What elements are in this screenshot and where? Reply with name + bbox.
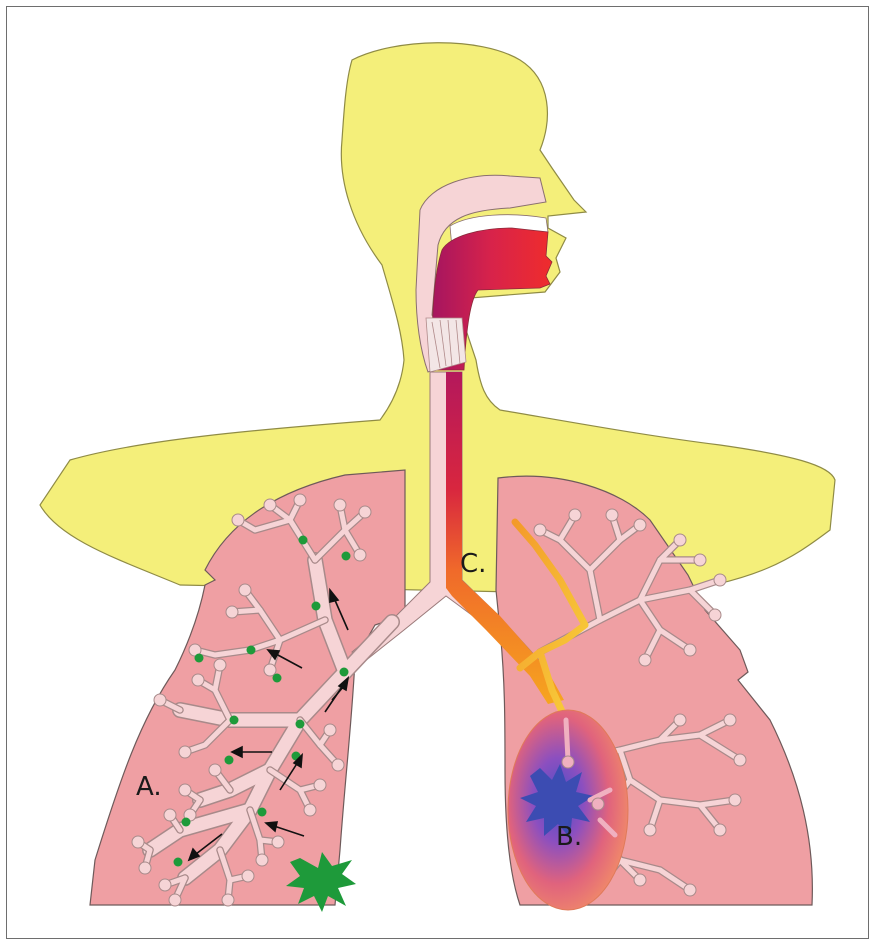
label-c: C. xyxy=(460,549,486,579)
label-b: B. xyxy=(556,822,582,852)
label-a: A. xyxy=(136,772,162,802)
larynx xyxy=(426,318,466,372)
